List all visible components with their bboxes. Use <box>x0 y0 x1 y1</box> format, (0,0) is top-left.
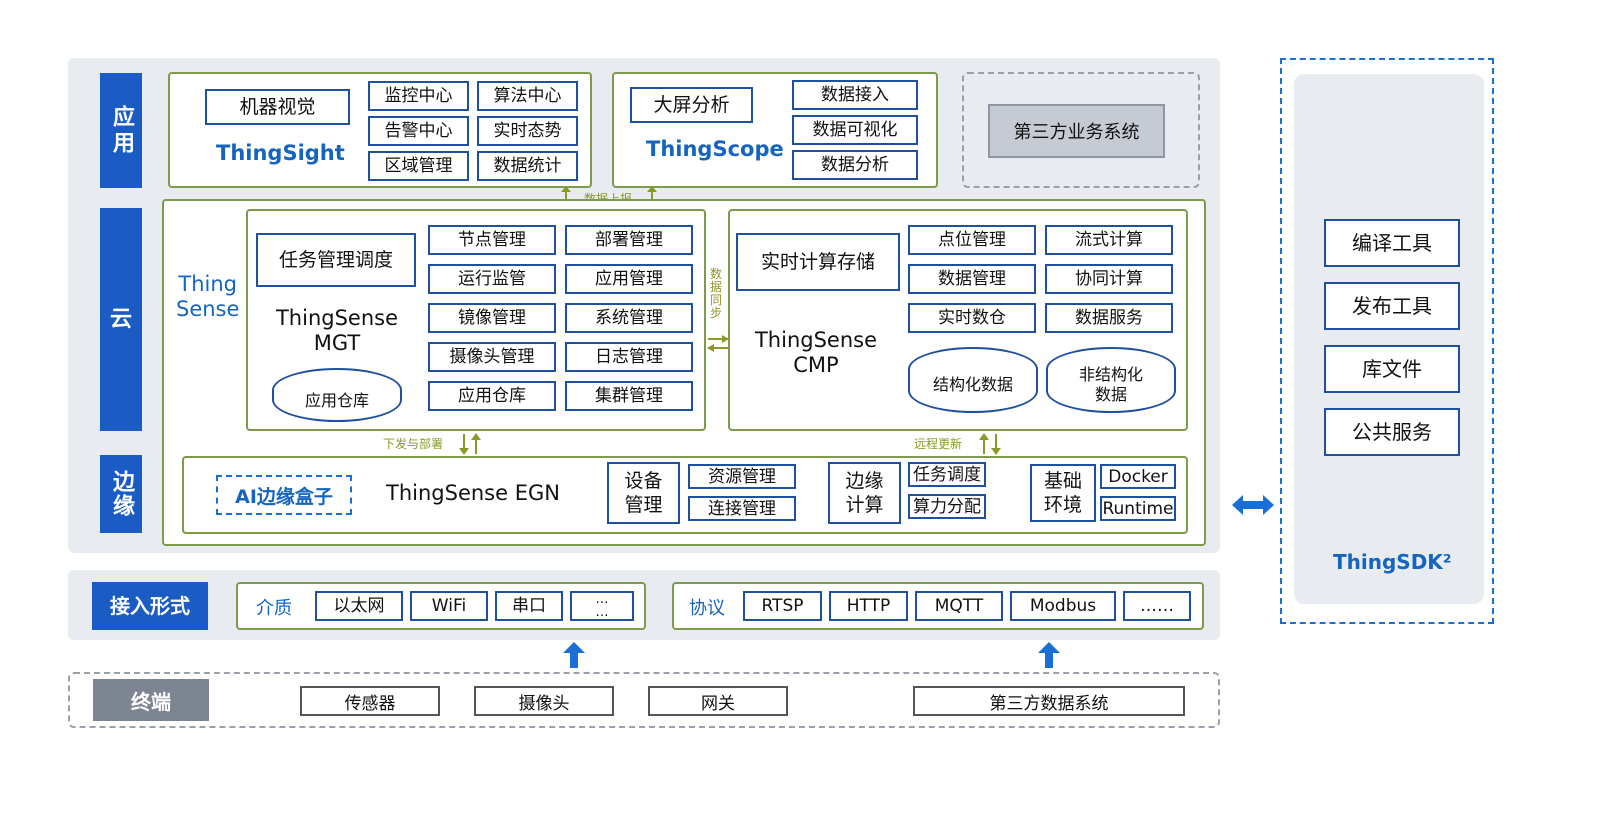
protocol-item: RTSP <box>743 591 822 621</box>
ai-edge-box-text: AI边缘盒子 <box>235 485 333 508</box>
device-mgmt-item: 资源管理 <box>688 464 796 489</box>
media-item: … … <box>570 591 634 621</box>
data-sync-label: 数据同步 <box>710 267 723 320</box>
thingsight-item: 告警中心 <box>368 116 469 146</box>
remote-update-label: 远程更新 <box>914 437 963 451</box>
cmp-item: 数据服务 <box>1045 303 1173 333</box>
third-party-business-box: 第三方业务系统 <box>988 104 1165 158</box>
mgt-item: 镜像管理 <box>428 303 556 333</box>
structured-data-cylinder: 结构化数据 <box>908 347 1038 413</box>
device-mgmt-box: 设备 管理 <box>607 462 680 524</box>
layer-label-app: 应用 <box>100 73 142 188</box>
mgt-main: 任务管理调度 <box>256 233 416 287</box>
layer-access-text: 接入形式 <box>110 594 190 618</box>
cmp-item: 点位管理 <box>908 225 1036 255</box>
thingscope-main-text: 大屏分析 <box>653 94 730 116</box>
media-item: 串口 <box>495 591 563 621</box>
device-mgmt-item: 连接管理 <box>688 496 796 521</box>
base-env-item: Docker <box>1100 464 1176 489</box>
protocol-item: HTTP <box>829 591 908 621</box>
terminal-item: 传感器 <box>300 686 440 716</box>
terminal-item: 摄像头 <box>474 686 614 716</box>
media-item: WiFi <box>410 591 488 621</box>
unstructured-data-cylinder: 非结构化 数据 <box>1046 347 1176 413</box>
thingsight-item: 监控中心 <box>368 81 469 111</box>
thingscope-main: 大屏分析 <box>630 87 753 123</box>
sdk-frame <box>1280 58 1494 624</box>
deploy-label: 下发与部署 <box>383 437 444 451</box>
sdk-item: 库文件 <box>1324 345 1460 393</box>
mgt-item: 应用仓库 <box>428 381 556 411</box>
egn-box <box>182 456 1188 534</box>
mgt-item: 集群管理 <box>565 381 693 411</box>
mgt-item: 系统管理 <box>565 303 693 333</box>
media-item: 以太网 <box>315 591 403 621</box>
thingsight-main: 机器视觉 <box>205 89 350 125</box>
protocol-label: 协议 <box>689 598 725 619</box>
up-arrow-icon <box>1038 642 1060 668</box>
protocol-item: Modbus <box>1010 591 1116 621</box>
thingsight-item: 数据统计 <box>477 151 578 181</box>
mgt-item: 应用管理 <box>565 264 693 294</box>
thingscope-brand: ThingScope <box>646 137 784 161</box>
thingsight-item: 区域管理 <box>368 151 469 181</box>
mgt-title: ThingSense MGT <box>275 306 399 355</box>
up-arrow-icon <box>563 642 585 668</box>
base-env-box: 基础 环境 <box>1030 464 1096 522</box>
thingscope-item: 数据接入 <box>792 80 918 110</box>
thingscope-item: 数据分析 <box>792 150 918 180</box>
cmp-title: ThingSense CMP <box>754 328 878 377</box>
mgt-item: 摄像头管理 <box>428 342 556 372</box>
third-party-business-frame <box>962 72 1200 188</box>
terminal-label: 终端 <box>93 679 209 721</box>
terminal-item: 网关 <box>648 686 788 716</box>
remote-update-arrows <box>979 433 1001 455</box>
mgt-repo-cylinder: 应用仓库 <box>272 368 402 422</box>
cmp-item: 协同计算 <box>1045 264 1173 294</box>
base-env-item: Runtime <box>1100 496 1176 521</box>
thingsense-label: Thing Sense <box>176 272 240 321</box>
layer-edge-text: 边缘 <box>109 470 134 518</box>
terminal-item: 第三方数据系统 <box>913 686 1185 716</box>
bidirectional-arrow-icon <box>1232 495 1274 515</box>
edge-compute-box: 边缘 计算 <box>828 462 901 524</box>
layer-label-edge: 边缘 <box>100 455 142 533</box>
cmp-item: 实时数仓 <box>908 303 1036 333</box>
sdk-brand: ThingSDK² <box>1333 550 1452 574</box>
sdk-panel <box>1294 74 1484 604</box>
thingsight-item: 实时态势 <box>477 116 578 146</box>
edge-compute-item: 任务调度 <box>908 462 986 487</box>
terminal-frame <box>68 672 1220 728</box>
sdk-item: 编译工具 <box>1324 219 1460 267</box>
cmp-item: 流式计算 <box>1045 225 1173 255</box>
mgt-item: 部署管理 <box>565 225 693 255</box>
edge-compute-item: 算力分配 <box>908 494 986 519</box>
layer-app-text: 应用 <box>109 104 134 157</box>
mgt-item: 运行监管 <box>428 264 556 294</box>
thingsight-main-text: 机器视觉 <box>239 96 316 118</box>
cmp-main: 实时计算存储 <box>736 233 900 291</box>
mgt-item: 日志管理 <box>565 342 693 372</box>
thingsight-item: 算法中心 <box>477 81 578 111</box>
egn-title: ThingSense EGN <box>386 481 560 505</box>
layer-cloud-text: 云 <box>109 306 132 332</box>
deploy-arrows <box>459 433 481 455</box>
media-label: 介质 <box>256 598 292 619</box>
layer-label-cloud: 云 <box>100 208 142 431</box>
layer-label-access: 接入形式 <box>92 582 208 630</box>
protocol-item: …… <box>1123 591 1191 621</box>
ai-edge-box: AI边缘盒子 <box>216 475 352 515</box>
thingsight-brand: ThingSight <box>216 141 345 165</box>
protocol-item: MQTT <box>915 591 1003 621</box>
sdk-item: 公共服务 <box>1324 408 1460 456</box>
cmp-item: 数据管理 <box>908 264 1036 294</box>
mgt-item: 节点管理 <box>428 225 556 255</box>
sdk-item: 发布工具 <box>1324 282 1460 330</box>
thingscope-item: 数据可视化 <box>792 115 918 145</box>
data-sync-arrows <box>707 335 729 352</box>
